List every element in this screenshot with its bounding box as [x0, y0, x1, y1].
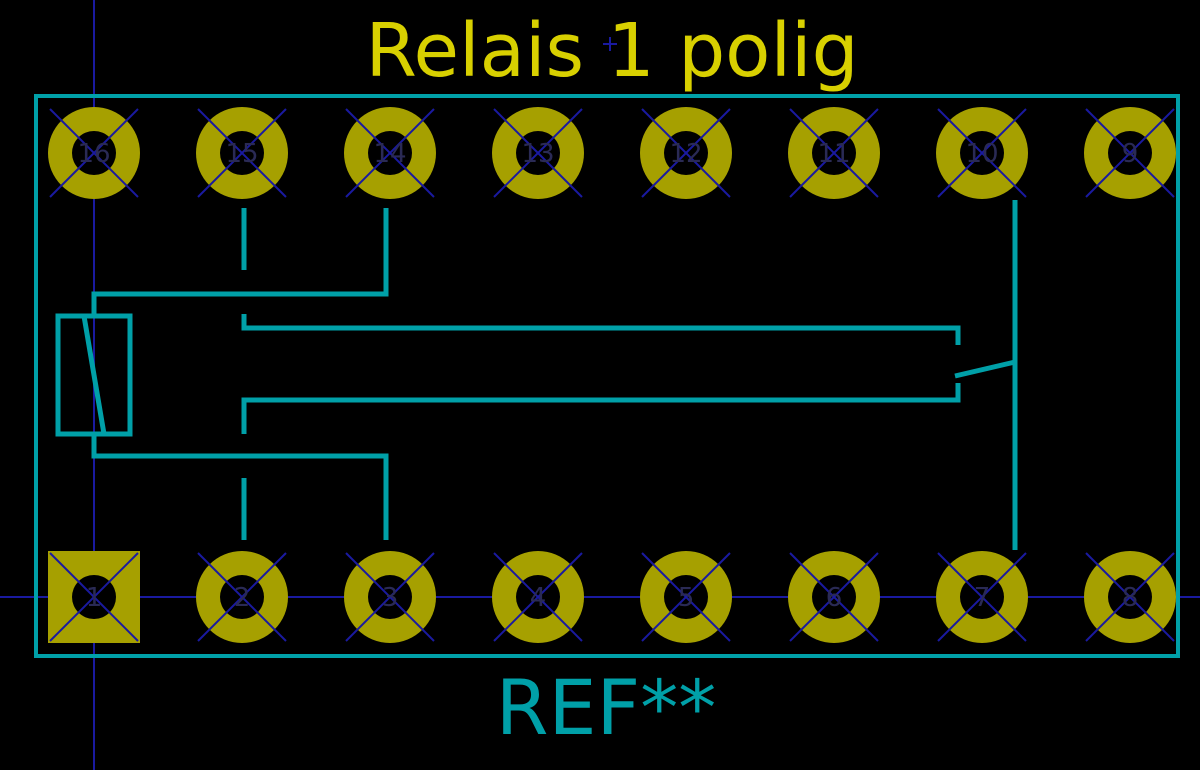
- pad-cross-mark: [197, 552, 287, 642]
- pad-number-label: 8: [1122, 583, 1139, 613]
- pad-11[interactable]: 11: [788, 107, 880, 199]
- pad-number-label: 3: [382, 583, 399, 613]
- pad-number-label: 15: [225, 139, 258, 169]
- pad-cross-mark: [1085, 108, 1175, 198]
- pad-cross-mark: [49, 552, 139, 642]
- pad-1[interactable]: 1: [48, 551, 140, 643]
- pad-cross-mark: [1085, 552, 1175, 642]
- pad-cross-mark: [641, 552, 731, 642]
- pad-16[interactable]: 16: [48, 107, 140, 199]
- pad-number-label: 4: [530, 583, 547, 613]
- relay-symbol: [55, 200, 1018, 550]
- pads-top-row: 16 15 14 13 12 11 10 9: [48, 107, 1176, 199]
- pad-number-label: 10: [965, 139, 998, 169]
- pad-cross-mark: [49, 108, 139, 198]
- pad-number-label: 7: [974, 583, 991, 613]
- pad-number-label: 1: [86, 583, 103, 613]
- pad-number-label: 14: [373, 139, 406, 169]
- pad-cross-mark: [493, 552, 583, 642]
- footprint-value-text[interactable]: Relais 1 polig: [365, 8, 858, 94]
- pad-10[interactable]: 10: [936, 107, 1028, 199]
- pad-cross-mark: [345, 108, 435, 198]
- pad-number-label: 16: [77, 139, 110, 169]
- pad-4[interactable]: 4: [492, 551, 584, 643]
- coil-lead-bottom: [91, 434, 389, 540]
- pad-number-label: 13: [521, 139, 554, 169]
- contact-line-nc: [241, 314, 961, 345]
- pad-13[interactable]: 13: [492, 107, 584, 199]
- footprint-outline: [34, 94, 1180, 658]
- pad-cross-mark: [789, 108, 879, 198]
- coil-lead-top: [91, 208, 389, 316]
- pad-5[interactable]: 5: [640, 551, 732, 643]
- pad-number-label: 5: [678, 583, 695, 613]
- pad-number-label: 9: [1122, 139, 1139, 169]
- pad-cross-mark: [937, 552, 1027, 642]
- pad-3[interactable]: 3: [344, 551, 436, 643]
- pad-15[interactable]: 15: [196, 107, 288, 199]
- pad-cross-mark: [345, 552, 435, 642]
- pad-6[interactable]: 6: [788, 551, 880, 643]
- contact-line-no: [241, 383, 961, 434]
- pad-cross-mark: [197, 108, 287, 198]
- pad-number-label: 6: [826, 583, 843, 613]
- pad-number-label: 2: [234, 583, 251, 613]
- pad-2[interactable]: 2: [196, 551, 288, 643]
- pad-number-label: 11: [817, 139, 850, 169]
- pad-number-label: 12: [669, 139, 702, 169]
- contact-switch-blade: [954, 359, 1016, 379]
- pad-cross-mark: [789, 552, 879, 642]
- pad-cross-mark: [493, 108, 583, 198]
- pad-7[interactable]: 7: [936, 551, 1028, 643]
- pad-cross-mark: [937, 108, 1027, 198]
- footprint-reference-text[interactable]: REF**: [496, 663, 717, 752]
- pad-12[interactable]: 12: [640, 107, 732, 199]
- relay-coil-diagonal: [81, 315, 107, 435]
- pad-14[interactable]: 14: [344, 107, 436, 199]
- pad-8[interactable]: 8: [1084, 551, 1176, 643]
- pads-bottom-row: 1 2 3 4 5 6 7 8: [48, 551, 1176, 643]
- pad-9[interactable]: 9: [1084, 107, 1176, 199]
- pad-cross-mark: [641, 108, 731, 198]
